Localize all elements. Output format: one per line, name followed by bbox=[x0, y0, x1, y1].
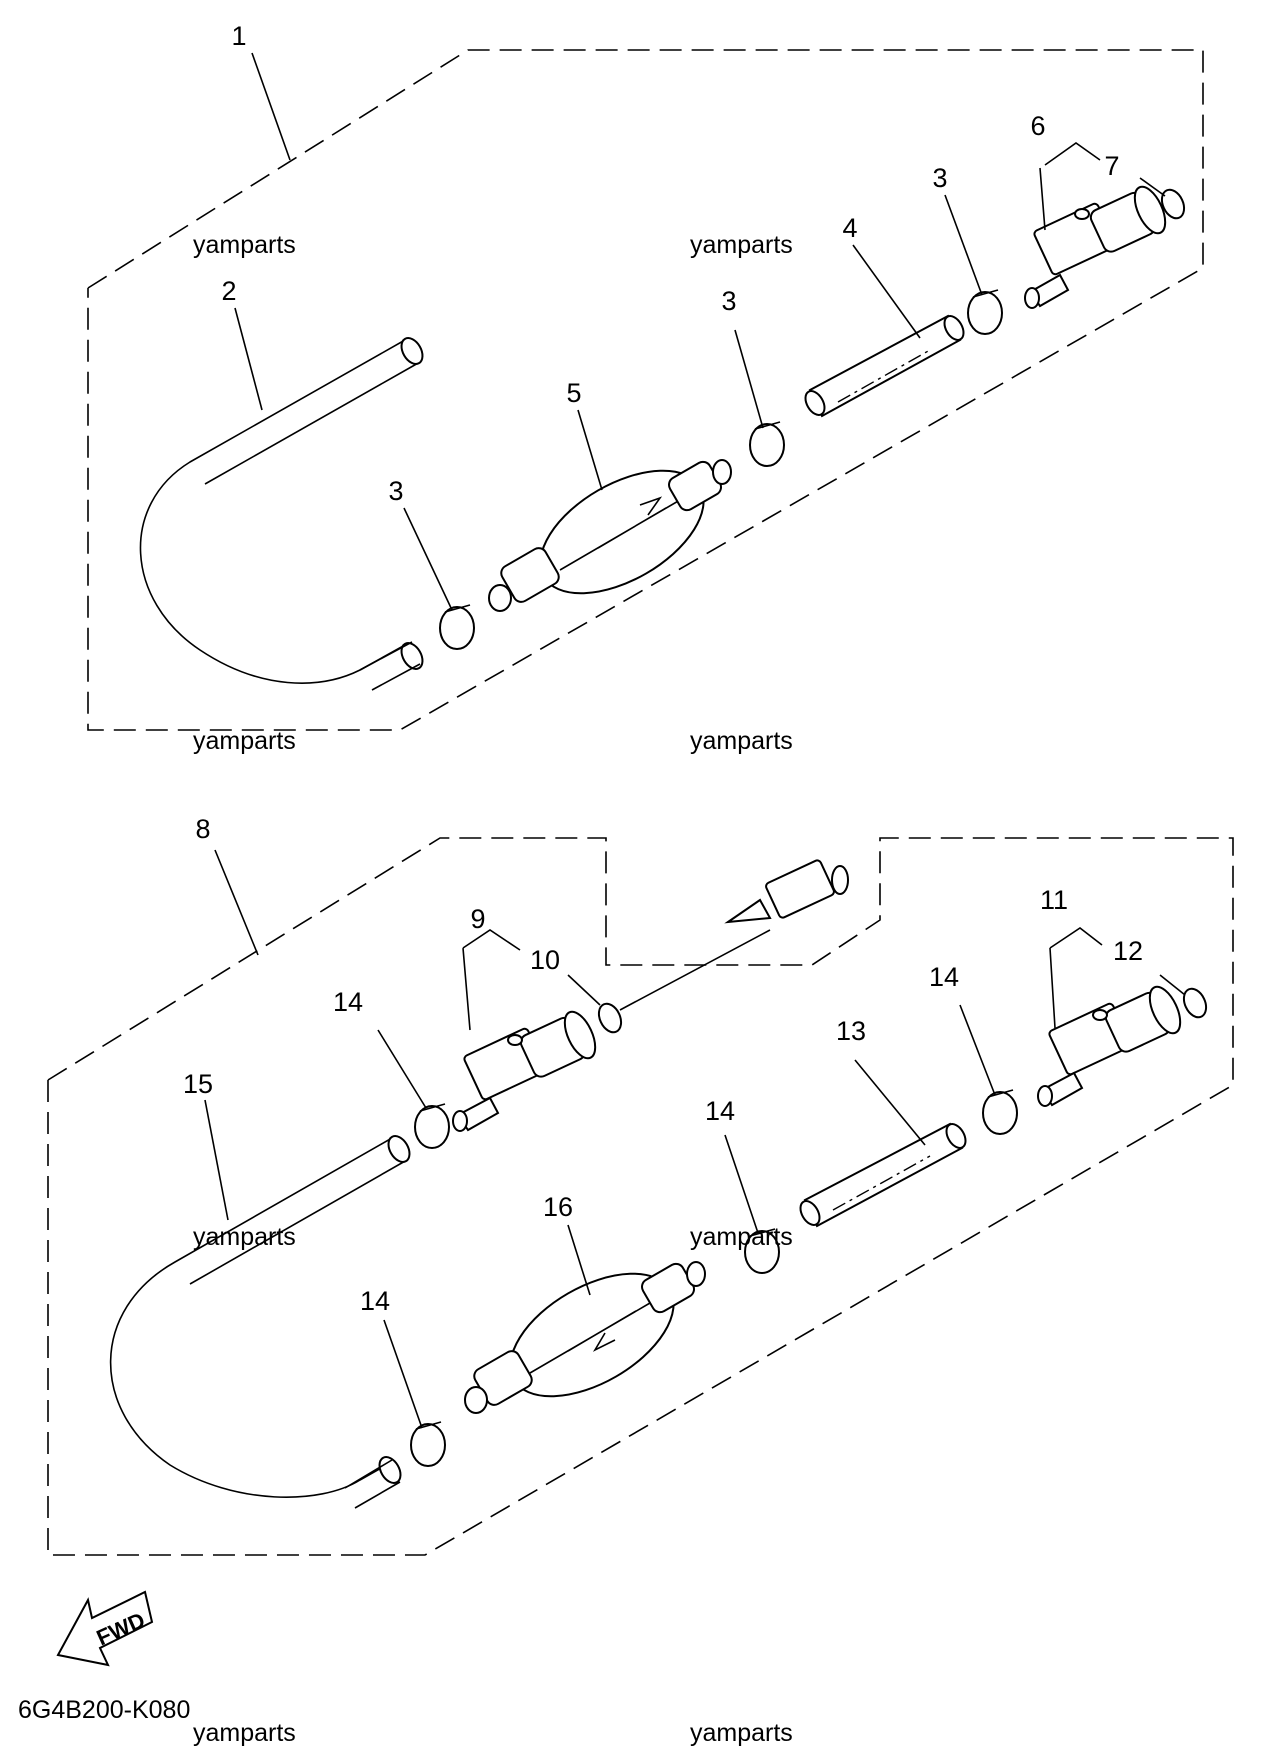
callout-16: 16 bbox=[543, 1192, 573, 1222]
assembly-1-boundary bbox=[87, 49, 1204, 731]
callout-6: 6 bbox=[1030, 111, 1045, 141]
primer-bulb-5 bbox=[488, 459, 732, 612]
callout-2: 2 bbox=[221, 276, 236, 306]
o-ring-7 bbox=[1160, 188, 1186, 220]
watermark: yamparts bbox=[690, 727, 793, 755]
connector-6 bbox=[1024, 185, 1167, 309]
hose-15 bbox=[109, 1135, 411, 1509]
leader-12 bbox=[1159, 974, 1186, 996]
callout-14b: 14 bbox=[929, 962, 959, 992]
watermark: yamparts bbox=[193, 1223, 296, 1251]
callout-3a: 3 bbox=[388, 476, 403, 506]
engine-fuel-joint bbox=[619, 859, 849, 1011]
leader-8 bbox=[214, 849, 259, 956]
callout-8: 8 bbox=[195, 814, 210, 844]
callout-14d: 14 bbox=[360, 1286, 390, 1316]
callout-13: 13 bbox=[836, 1016, 866, 1046]
leader-3c bbox=[944, 194, 983, 296]
leader-5 bbox=[577, 409, 603, 491]
watermark: yamparts bbox=[193, 231, 296, 259]
fuel-line-assembly-8 bbox=[47, 837, 1234, 1556]
hose-clip-3c bbox=[967, 289, 1003, 335]
leader-11 bbox=[1049, 927, 1103, 1029]
hose-13 bbox=[799, 1122, 967, 1228]
o-ring-10 bbox=[597, 1002, 623, 1034]
hose-clip-14d bbox=[982, 1089, 1018, 1135]
leader-14b bbox=[383, 1319, 423, 1429]
leader-14a bbox=[377, 1029, 427, 1109]
leader-15 bbox=[204, 1099, 229, 1221]
callout-5: 5 bbox=[566, 378, 581, 408]
leader-1 bbox=[251, 52, 291, 161]
leader-4 bbox=[852, 244, 921, 339]
primer-bulb-16 bbox=[464, 1261, 706, 1414]
fwd-arrow: FWD bbox=[56, 1590, 154, 1667]
leader-6 bbox=[1039, 142, 1101, 231]
watermark: yamparts bbox=[690, 231, 793, 259]
leader-13 bbox=[854, 1059, 926, 1146]
watermark: yamparts bbox=[193, 727, 296, 755]
leader-7 bbox=[1139, 177, 1166, 197]
leader-3a bbox=[403, 507, 453, 611]
hose-clip-14a bbox=[414, 1103, 450, 1149]
callout-3b: 3 bbox=[721, 286, 736, 316]
leader-16 bbox=[567, 1224, 591, 1296]
hose-clip-14b bbox=[410, 1421, 446, 1467]
callout-14a: 14 bbox=[333, 987, 363, 1017]
callout-1: 1 bbox=[231, 21, 246, 51]
hose-clip-3b bbox=[749, 421, 785, 467]
hose-2 bbox=[139, 337, 424, 691]
watermark: yamparts bbox=[690, 1719, 793, 1747]
hose-clip-3a bbox=[439, 604, 475, 650]
callout-15: 15 bbox=[183, 1069, 213, 1099]
callout-7: 7 bbox=[1104, 151, 1119, 181]
callout-10: 10 bbox=[530, 945, 560, 975]
leader-3b bbox=[734, 329, 764, 429]
connector-11 bbox=[1037, 985, 1182, 1107]
callout-3c: 3 bbox=[932, 163, 947, 193]
diagram-code: 6G4B200-K080 bbox=[18, 1696, 190, 1724]
assembly-8-boundary bbox=[47, 837, 1234, 1556]
connector-9 bbox=[452, 1010, 597, 1132]
callout-labels: 1 2 3 3 3 3 4 5 6 7 8 9 10 11 12 13 14 1… bbox=[183, 21, 1143, 1316]
leader-2 bbox=[234, 307, 263, 411]
fuel-line-assembly-1 bbox=[87, 49, 1204, 731]
o-ring-12 bbox=[1182, 987, 1208, 1019]
watermark: yamparts bbox=[690, 1223, 793, 1251]
callout-9: 9 bbox=[470, 904, 485, 934]
hose-clip-14c bbox=[744, 1228, 780, 1274]
watermark: yamparts bbox=[193, 1719, 296, 1747]
leader-9 bbox=[462, 929, 521, 1031]
callout-12: 12 bbox=[1113, 936, 1143, 966]
leader-14d bbox=[959, 1004, 996, 1096]
callout-14c: 14 bbox=[705, 1096, 735, 1126]
callout-4: 4 bbox=[842, 213, 857, 243]
hose-4 bbox=[804, 314, 965, 418]
watermarks: yamparts yamparts yamparts yamparts yamp… bbox=[193, 231, 793, 1747]
callout-11: 11 bbox=[1040, 885, 1068, 915]
leader-10 bbox=[567, 974, 601, 1006]
leader-14c bbox=[724, 1134, 759, 1234]
